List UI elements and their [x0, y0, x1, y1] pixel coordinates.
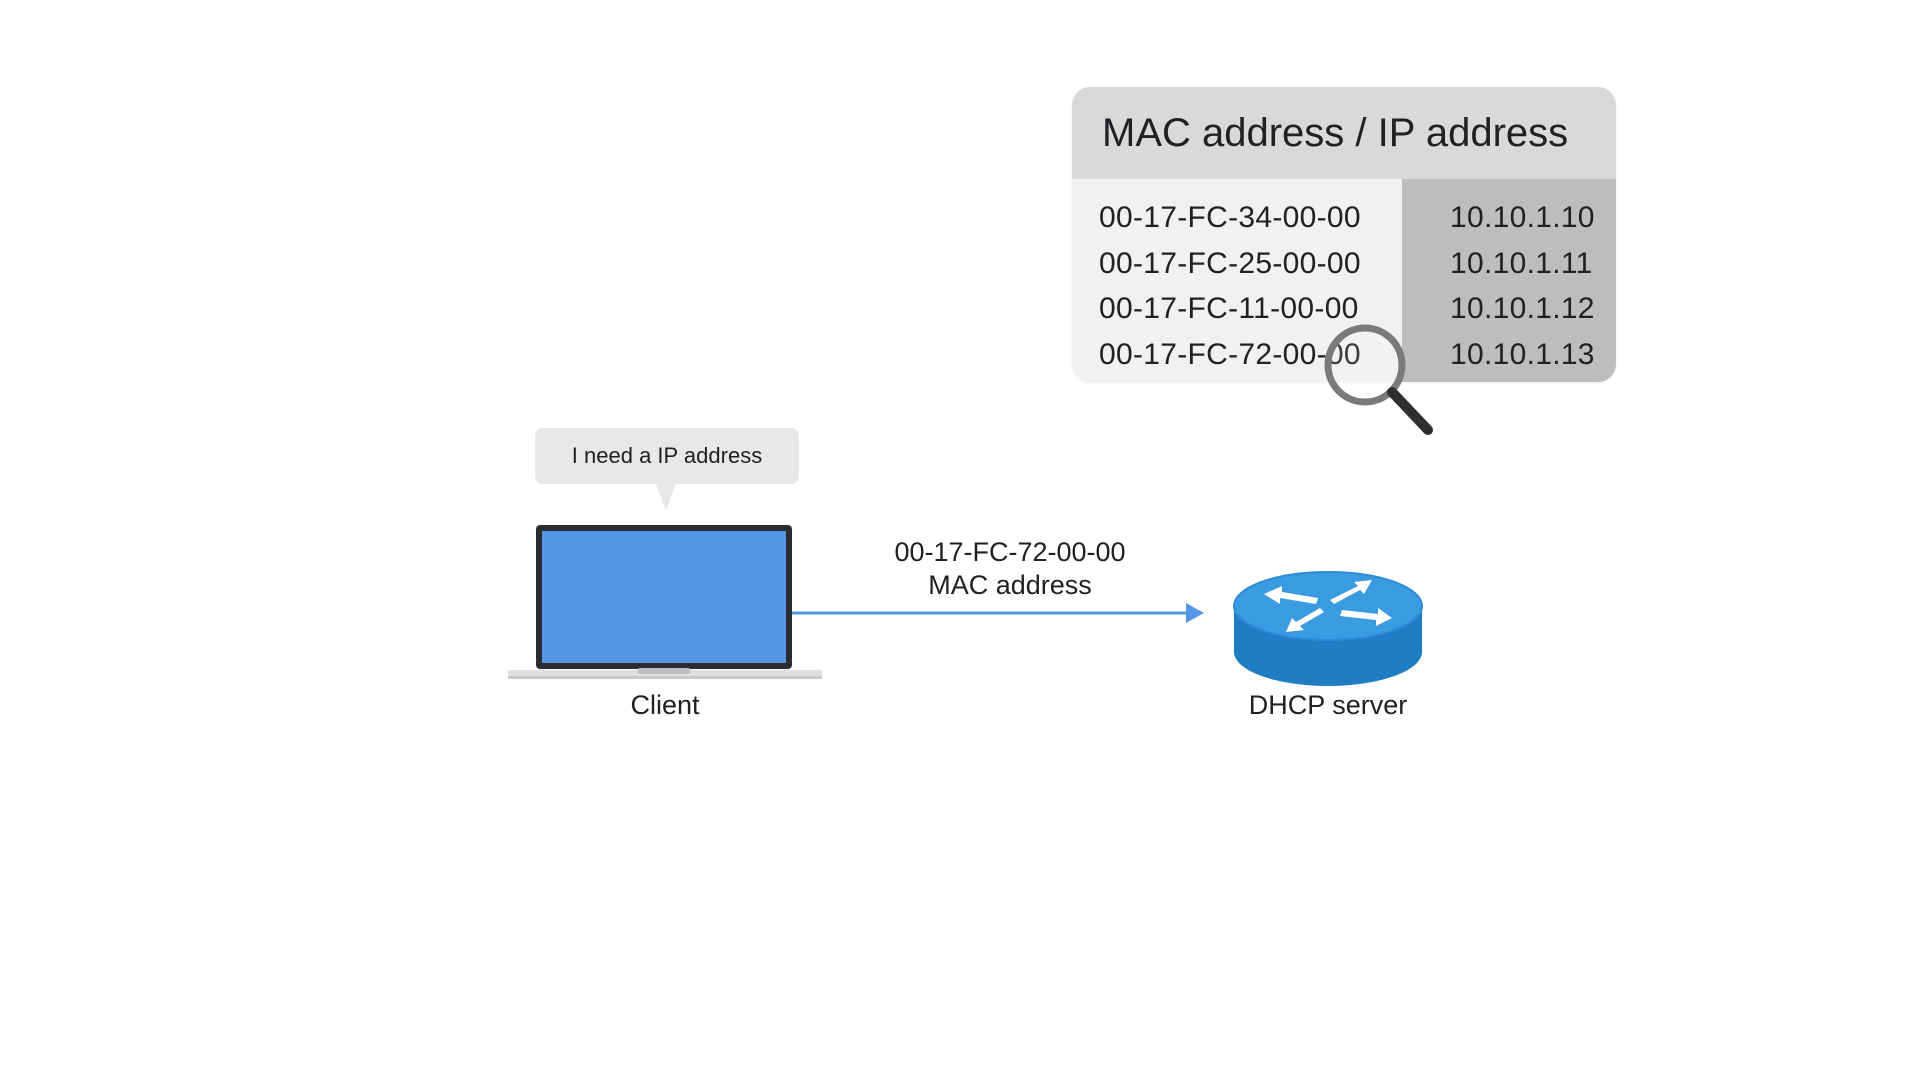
mac-ip-table: MAC address / IP address 00-17-FC-34-00-…: [1072, 87, 1616, 382]
mac-cell: 00-17-FC-72-00-00: [1099, 337, 1361, 371]
table-header: MAC address / IP address: [1072, 87, 1616, 179]
message-caption: MAC address: [928, 570, 1092, 600]
ip-cell: 10.10.1.12: [1450, 292, 1595, 325]
mac-column: 00-17-FC-34-00-00 00-17-FC-25-00-00 00-1…: [1072, 179, 1402, 382]
client-label: Client: [630, 690, 700, 720]
ip-cell: 10.10.1.13: [1450, 337, 1595, 371]
server-label: DHCP server: [1248, 690, 1408, 720]
router-icon: [1233, 571, 1423, 686]
message-mac: 00-17-FC-72-00-00: [894, 537, 1126, 567]
ip-cell: 10.10.1.11: [1450, 246, 1593, 280]
ip-column: 10.10.1.10 10.10.1.11 10.10.1.12 10.10.1…: [1402, 179, 1616, 382]
mac-cell: 00-17-FC-25-00-00: [1099, 246, 1361, 280]
mac-cell: 00-17-FC-34-00-00: [1099, 201, 1361, 234]
message-label: 00-17-FC-72-00-00 MAC address: [850, 536, 1170, 602]
speech-bubble: I need a IP address: [535, 428, 799, 484]
request-arrow: [792, 603, 1204, 623]
ip-cell: 10.10.1.10: [1450, 201, 1595, 234]
magnifying-glass-icon: [1324, 324, 1433, 435]
table-body: 00-17-FC-34-00-00 00-17-FC-25-00-00 00-1…: [1072, 179, 1616, 382]
speech-bubble-tail: [656, 484, 676, 510]
mac-cell: 00-17-FC-11-00-00: [1099, 292, 1359, 325]
laptop-icon: [508, 525, 822, 679]
